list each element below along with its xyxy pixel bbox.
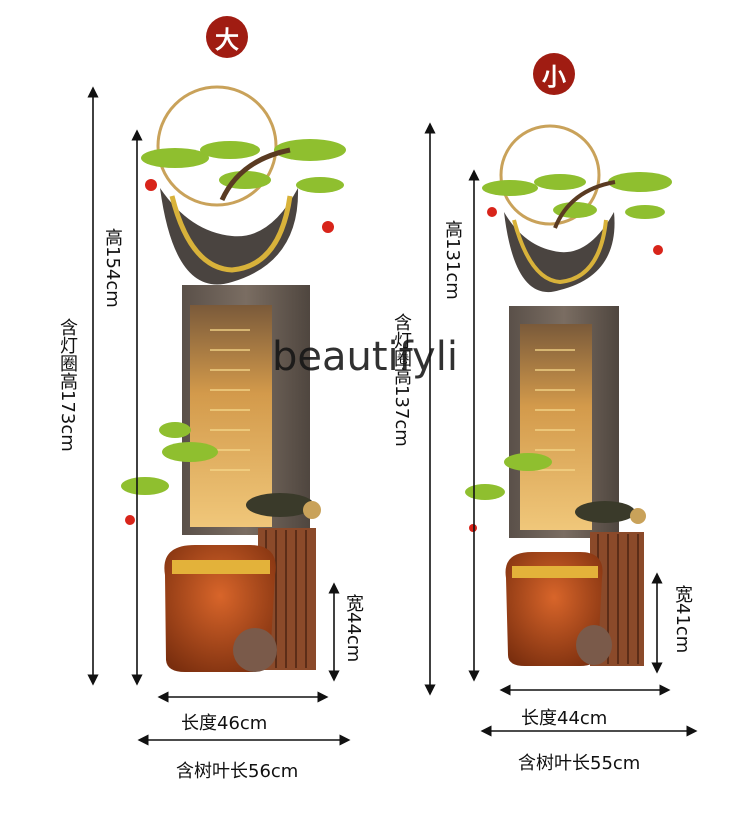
pine-tree bbox=[141, 139, 346, 193]
large-width-label: 宽44cm bbox=[343, 594, 364, 663]
watermark: beautifyli bbox=[272, 334, 458, 380]
light-ring bbox=[499, 124, 601, 226]
small-width-label: 宽41cm bbox=[672, 585, 693, 654]
small-dimension-lines bbox=[424, 122, 698, 737]
small-fountain bbox=[465, 124, 672, 666]
large-length-label: 长度46cm bbox=[181, 713, 268, 734]
small-height-total-label: 含灯圈高137cm bbox=[391, 313, 412, 447]
water-panel bbox=[520, 324, 592, 530]
small-length-leaves-label: 含树叶长55cm bbox=[518, 753, 641, 774]
large-length-leaves-label: 含树叶长56cm bbox=[176, 761, 299, 782]
large-dimension-lines bbox=[87, 86, 351, 746]
large-height-total-label: 含灯圈高173cm bbox=[57, 318, 78, 452]
small-length-label: 长度44cm bbox=[521, 708, 608, 729]
moon-bowl bbox=[160, 188, 299, 285]
size-badge-large: 大 bbox=[206, 16, 248, 58]
water-panel bbox=[190, 305, 272, 527]
size-badge-small: 小 bbox=[533, 53, 575, 95]
small-height-body-label: 高131cm bbox=[442, 220, 463, 300]
large-height-body-label: 高154cm bbox=[102, 228, 123, 308]
light-ring bbox=[156, 85, 278, 207]
large-fountain bbox=[121, 85, 346, 672]
